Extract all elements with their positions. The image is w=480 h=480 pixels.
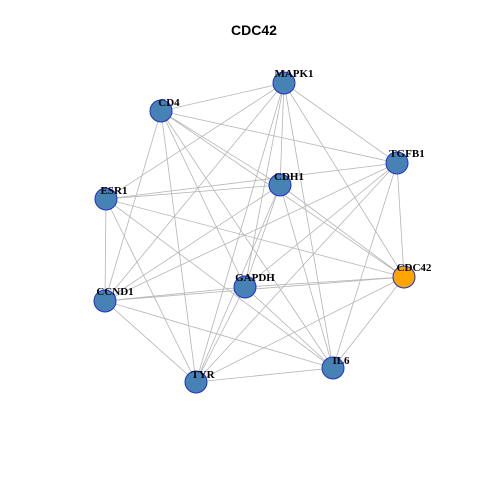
edge-tgfb1-tyr xyxy=(195,162,398,383)
node-label-tyr: TYR xyxy=(191,369,215,381)
node-label-cd4: CD4 xyxy=(158,97,180,109)
edge-gapdh-ccnd1 xyxy=(104,286,246,302)
node-label-cdc42: CDC42 xyxy=(397,262,432,274)
node-il6 xyxy=(321,356,345,380)
node-cd4 xyxy=(149,99,173,123)
edge-cdh1-ccnd1 xyxy=(104,184,281,302)
node-cdh1 xyxy=(268,173,292,197)
edge-cdh1-il6 xyxy=(279,184,334,369)
edge-gapdh-tyr xyxy=(195,286,246,383)
node-label-tgfb1: TGFB1 xyxy=(389,148,424,160)
edge-ccnd1-il6 xyxy=(104,300,334,369)
edge-mapk1-esr1 xyxy=(105,82,285,200)
edge-mapk1-il6 xyxy=(283,82,334,369)
edge-cdc42-gapdh xyxy=(244,276,405,288)
edge-cdh1-gapdh xyxy=(244,184,281,288)
edge-mapk1-cd4 xyxy=(160,82,285,112)
edge-tgfb1-esr1 xyxy=(105,162,398,200)
node-gapdh xyxy=(233,275,257,299)
edge-esr1-ccnd1 xyxy=(104,198,107,302)
edge-mapk1-tgfb1 xyxy=(283,82,398,164)
edge-cdc42-il6 xyxy=(332,276,405,369)
edge-tgfb1-gapdh xyxy=(244,162,398,288)
edge-esr1-tyr xyxy=(105,198,197,383)
edge-gapdh-il6 xyxy=(244,286,334,369)
graph-title: CDC42 xyxy=(231,22,277,38)
edge-mapk1-gapdh xyxy=(244,82,285,288)
edge-mapk1-cdc42 xyxy=(283,82,405,278)
node-label-mapk1: MAPK1 xyxy=(274,68,313,80)
edge-cdh1-cdc42 xyxy=(279,184,405,278)
edge-esr1-cdc42 xyxy=(105,198,405,278)
node-mapk1 xyxy=(272,71,296,95)
edge-cd4-cdh1 xyxy=(160,110,281,186)
edge-tgfb1-ccnd1 xyxy=(104,162,398,302)
node-tyr xyxy=(184,370,208,394)
node-ccnd1 xyxy=(93,289,117,313)
edge-tgfb1-il6 xyxy=(332,162,398,369)
node-label-cdh1: CDH1 xyxy=(274,171,304,183)
edge-il6-tyr xyxy=(195,367,334,383)
edge-layer xyxy=(104,82,405,383)
node-tgfb1 xyxy=(385,151,409,175)
edge-cd4-il6 xyxy=(160,110,334,369)
edge-esr1-il6 xyxy=(105,198,334,369)
node-label-gapdh: GAPDH xyxy=(235,272,275,284)
edge-ccnd1-tyr xyxy=(104,300,197,383)
edge-cd4-gapdh xyxy=(160,110,246,288)
node-cdc42 xyxy=(392,265,416,289)
edge-tgfb1-cdc42 xyxy=(396,162,405,278)
edge-cd4-tyr xyxy=(160,110,197,383)
node-label-ccnd1: CCND1 xyxy=(96,286,133,298)
node-esr1 xyxy=(94,187,118,211)
edge-esr1-cdh1 xyxy=(105,184,281,200)
node-label-esr1: ESR1 xyxy=(101,185,128,197)
edge-cd4-tgfb1 xyxy=(160,110,398,164)
node-layer xyxy=(93,71,416,394)
edge-cdc42-tyr xyxy=(195,276,405,383)
edge-mapk1-cdh1 xyxy=(279,82,285,186)
node-label-il6: IL6 xyxy=(332,355,350,367)
